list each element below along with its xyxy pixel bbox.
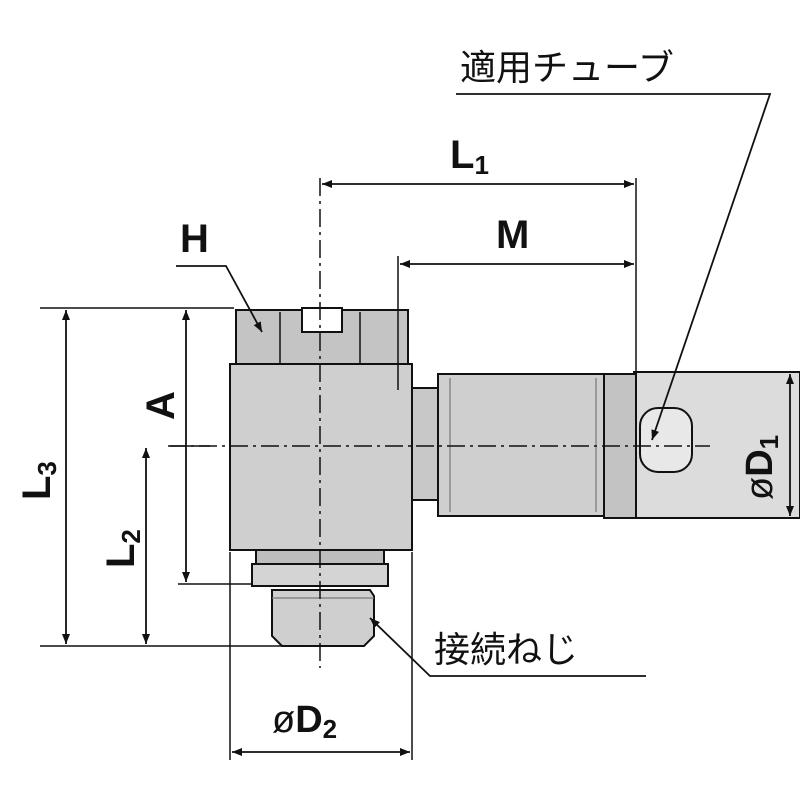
- label-A: A: [139, 391, 183, 420]
- extension-lines: [40, 178, 800, 760]
- applicable-tube-label: 適用チューブ: [460, 48, 674, 89]
- applicable-tube: [633, 371, 800, 519]
- leader-lines: [176, 93, 772, 677]
- dimension-lines: [62, 180, 794, 756]
- leader-connection-thread: [369, 617, 646, 677]
- connection-thread-label: 接続ねじ: [434, 630, 578, 671]
- label-D2: øD2: [272, 699, 337, 744]
- center-lines: [168, 178, 710, 668]
- label-H: H: [180, 217, 209, 261]
- leader-applicable-tube: [456, 93, 772, 441]
- label-L1: L1: [450, 133, 489, 180]
- label-D1: øD1: [739, 435, 784, 500]
- fitting-body: [229, 307, 413, 647]
- label-L2: L2: [99, 529, 146, 568]
- label-L3: L3: [15, 461, 62, 500]
- label-M: M: [496, 213, 529, 257]
- leader-H: [176, 265, 263, 333]
- tube-nut: [389, 373, 637, 519]
